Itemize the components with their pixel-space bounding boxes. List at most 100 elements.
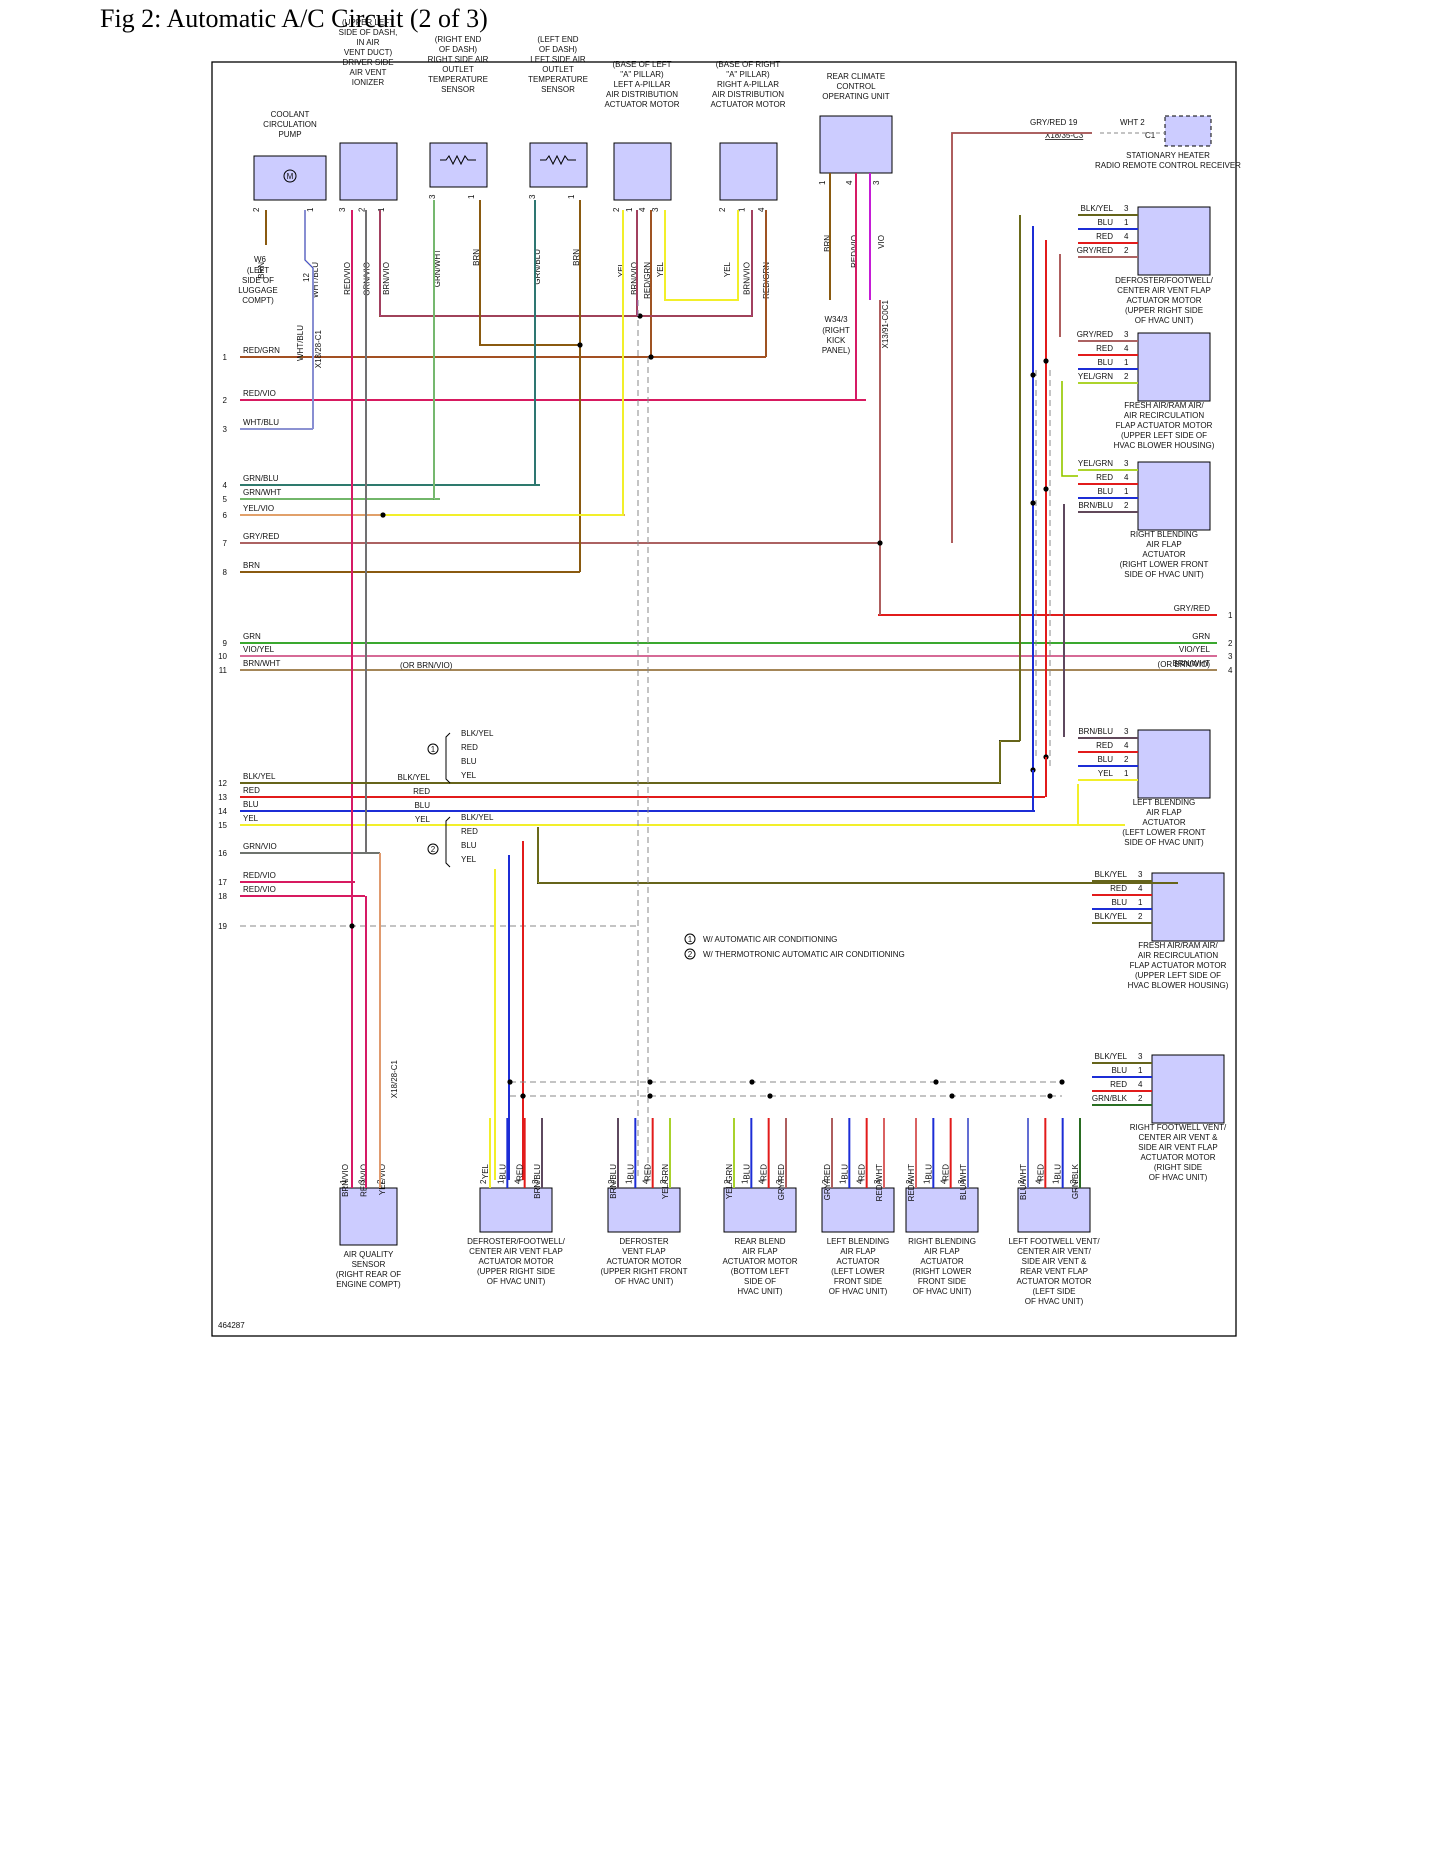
ionizer-brn-vio [379, 210, 640, 317]
r1-pin-number: 4 [1124, 232, 1129, 241]
rear-caption-line: CONTROL [836, 82, 876, 91]
splice-dot [949, 1093, 955, 1099]
pillar-yel-link [664, 210, 739, 301]
r2-pin-number: 3 [1124, 330, 1129, 339]
rail-label: WHT/BLU [243, 418, 279, 427]
r6-pin-wire-label: BLU [1111, 1066, 1127, 1075]
b2-caption-line: VENT FLAP [622, 1247, 665, 1256]
b1-caption-line: CENTER AIR VENT FLAP [469, 1247, 563, 1256]
r5-pin-number: 3 [1138, 870, 1143, 879]
r2-pin-number: 2 [1124, 372, 1129, 381]
b3-pin-number: 1 [740, 1179, 749, 1184]
b3-pin-wire-label: GRY/RED [777, 1164, 786, 1201]
rtemp-grn-wht [433, 200, 440, 500]
r2-pin-number: 4 [1124, 344, 1129, 353]
rtemp-caption-line: RIGHT SIDE AIR [428, 55, 489, 64]
pump-caption-line: COOLANT [271, 110, 310, 119]
lpillar-yel [380, 210, 624, 516]
b2-caption-line: ACTUATOR MOTOR [606, 1257, 681, 1266]
b0-component [339, 1187, 398, 1246]
b3-caption-line: HVAC UNIT) [737, 1287, 783, 1296]
ionizer-caption-line: SIDE OF DASH, [339, 28, 398, 37]
b6-pin-number: 2 [1017, 1179, 1026, 1184]
b0-caption-line: (RIGHT REAR OF [336, 1270, 401, 1279]
r1-caption-line: OF HVAC UNIT) [1135, 316, 1194, 325]
b4-component [821, 1187, 895, 1233]
b0-pin-number: 3 [358, 1179, 367, 1184]
or-note: (OR BRN/VIO) [400, 661, 453, 670]
r2-caption-line: HVAC BLOWER HOUSING) [1114, 441, 1215, 450]
legend-marker-number: 1 [688, 935, 693, 944]
b5-caption-line: FRONT SIDE [918, 1277, 966, 1286]
b6-pin-wire-label: GRN/BLK [1071, 1163, 1080, 1199]
r6-caption-line: CENTER AIR VENT & [1139, 1133, 1219, 1142]
rail-number: 4 [223, 481, 228, 490]
b1-component [479, 1187, 553, 1233]
r4-pin-number: 2 [1124, 755, 1129, 764]
splice-dot [1043, 358, 1049, 364]
bracket [445, 816, 451, 868]
motor-icon [283, 169, 297, 183]
ionizer-pin-number: 3 [338, 207, 347, 212]
b6-caption-line: REAR VENT FLAP [1020, 1267, 1088, 1276]
figure-title: Fig 2: Automatic A/C Circuit (2 of 3) [100, 4, 488, 33]
r6-pin-number: 4 [1138, 1080, 1143, 1089]
legend-text: W/ THERMOTRONIC AUTOMATIC AIR CONDITIONI… [703, 950, 905, 959]
r3-pin-wire-label: BRN/BLU [1078, 501, 1113, 510]
w34-label: (RIGHT [822, 326, 850, 335]
b2-caption-line: OF HVAC UNIT) [615, 1277, 674, 1286]
b2-pin-wire-label: YEL/GRN [661, 1164, 670, 1199]
b3-caption-line: ACTUATOR MOTOR [722, 1257, 797, 1266]
pump-caption-line: PUMP [278, 130, 301, 139]
b5-pin-number: 4 [940, 1179, 949, 1184]
lpillar-pin-wire-label: YEL [656, 261, 665, 277]
r5-pin-wire-label: BLK/YEL [1095, 870, 1128, 879]
b6-pin-wire-label: BLU/WHT [1019, 1164, 1028, 1200]
r2-pin-wire-label: YEL/GRN [1078, 372, 1113, 381]
r1-pin-wire-label: BLU [1097, 218, 1113, 227]
rail-number: 1 [223, 353, 228, 362]
rear-pin-wire-label: BRN [823, 235, 832, 252]
rtemp-caption-line: OF DASH) [439, 45, 478, 54]
b6-caption-line: ACTUATOR MOTOR [1016, 1277, 1091, 1286]
rail-label: RED/VIO [243, 885, 276, 894]
ltemp-caption-line: (LEFT END [537, 35, 578, 44]
rail-number: 14 [218, 807, 227, 816]
heater-wire-label: GRY/RED 19 [1030, 118, 1078, 127]
r4-pin-number: 3 [1124, 727, 1129, 736]
splice-red-grn [648, 354, 654, 360]
r5-component [1151, 872, 1225, 942]
b4-pin-wire-label: RED [858, 1164, 867, 1181]
b2-pin-wire-label: RED [644, 1164, 653, 1181]
b2-pin-wire-label: BRN/BLU [609, 1164, 618, 1199]
ionizer-pin-number: 1 [377, 207, 386, 212]
w34-label: KICK [827, 336, 846, 345]
b5-caption-line: AIR FLAP [924, 1247, 960, 1256]
rail-label: RED/VIO [243, 389, 276, 398]
r4-pin-number: 1 [1124, 769, 1129, 778]
b0-caption-line: SENSOR [352, 1260, 386, 1269]
heater-caption-line: RADIO REMOTE CONTROL RECEIVER [1095, 161, 1241, 170]
r1-pin-number: 1 [1124, 218, 1129, 227]
rail-label: BLK/YEL [243, 772, 276, 781]
r4-pin-wire-label: BLU [1097, 755, 1113, 764]
rail-number: 10 [218, 652, 227, 661]
rail-label: GRY/RED [243, 532, 280, 541]
splice-dot [349, 923, 355, 929]
b3-caption-line: SIDE OF [744, 1277, 776, 1286]
pump-pin-number: 1 [306, 207, 315, 212]
w6-pin: 12 [302, 273, 311, 282]
group-label: BLK/YEL [461, 729, 494, 738]
b2-component [607, 1187, 681, 1233]
ltemp-caption-line: LEFT SIDE AIR [530, 55, 586, 64]
b5-caption-line: RIGHT BLENDING [908, 1237, 976, 1246]
b4-caption-line: ACTUATOR [836, 1257, 879, 1266]
r3-caption-line: AIR FLAP [1146, 540, 1182, 549]
r2-pin-number: 1 [1124, 358, 1129, 367]
r3-caption-line: RIGHT BLENDING [1130, 530, 1198, 539]
r4-pin-wire-label: RED [1096, 741, 1113, 750]
splice-dot [1030, 372, 1036, 378]
right-rail-number: 1 [1228, 611, 1233, 620]
b3-pin-number: 3 [775, 1179, 784, 1184]
diagram-frame [211, 61, 1237, 1337]
